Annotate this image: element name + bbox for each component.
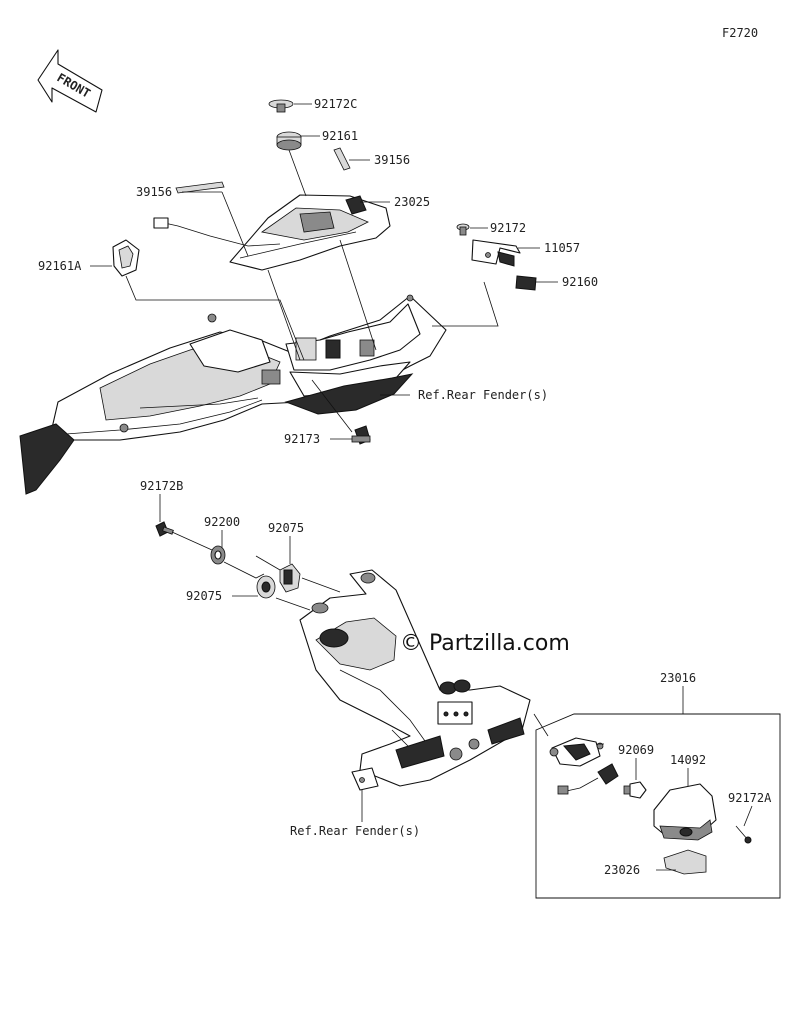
- taillight-leader-lines: [635, 758, 753, 871]
- damper-92160-icon: [515, 275, 537, 291]
- lens-14092-icon: [653, 783, 717, 841]
- callout-39156-right: 39156: [374, 153, 410, 167]
- callout-92160: 92160: [562, 275, 598, 289]
- rubber-92075-lower-icon: [256, 575, 276, 599]
- fender-plate-upper-icon: [284, 373, 414, 415]
- screw-92172a-icon: [735, 825, 752, 844]
- license-bracket-icon: [299, 569, 531, 791]
- lamp-socket-wire-icon: [557, 763, 619, 795]
- rear-tray-icon: [51, 294, 447, 441]
- rubber-92161a-icon: [112, 239, 140, 277]
- callout-23026: 23026: [604, 863, 640, 877]
- washer-92200-icon: [210, 545, 226, 565]
- callout-92075-lower: 92075: [186, 589, 222, 603]
- callout-39156-left: 39156: [136, 185, 172, 199]
- grommet-92161-icon: [276, 131, 302, 151]
- callout-92172a: 92172A: [728, 791, 772, 805]
- rubber-92075-upper-icon: [279, 563, 301, 593]
- bolt-92172b-icon: [155, 521, 174, 537]
- callout-92173: 92173: [284, 432, 320, 446]
- pad-39156-left-icon: [175, 181, 225, 194]
- callout-14092: 14092: [670, 753, 706, 767]
- taillight-assembly-box: [535, 686, 781, 899]
- callout-92075-upper: 92075: [268, 521, 304, 535]
- bracket-11057-icon: [471, 239, 521, 267]
- wire-harness-icon: [153, 217, 281, 247]
- watermark: © Partzilla.com: [400, 631, 570, 656]
- screw-92172-icon: [456, 223, 470, 236]
- upper-leader-lines: [90, 103, 558, 440]
- rear-fender-flap-icon: [19, 423, 75, 495]
- lower-leader-lines: [159, 494, 549, 822]
- callout-ref-rear-fender-upper: Ref.Rear Fender(s): [418, 388, 548, 402]
- callout-23025: 23025: [394, 195, 430, 209]
- callout-92069: 92069: [618, 743, 654, 757]
- callout-23016: 23016: [660, 671, 696, 685]
- bolt-92172c-icon: [268, 99, 294, 113]
- callout-92161a: 92161A: [38, 259, 82, 273]
- callout-ref-rear-fender-lower: Ref.Rear Fender(s): [290, 824, 420, 838]
- reflector-23026-icon: [663, 849, 707, 875]
- bulb-92069-icon: [623, 781, 647, 799]
- pad-39156-right-icon: [333, 147, 351, 171]
- callout-92172c: 92172C: [314, 97, 357, 111]
- figure-id: F2720: [722, 26, 758, 40]
- clip-92173-icon: [351, 425, 371, 445]
- callout-92172: 92172: [490, 221, 526, 235]
- callout-11057: 11057: [544, 241, 580, 255]
- socket-holder-icon: [549, 737, 604, 767]
- front-arrow-icon: FRONT: [37, 49, 103, 113]
- callout-92172b: 92172B: [140, 479, 183, 493]
- callout-92161: 92161: [322, 129, 358, 143]
- tail-cover-icon: [229, 194, 391, 271]
- callout-92200: 92200: [204, 515, 240, 529]
